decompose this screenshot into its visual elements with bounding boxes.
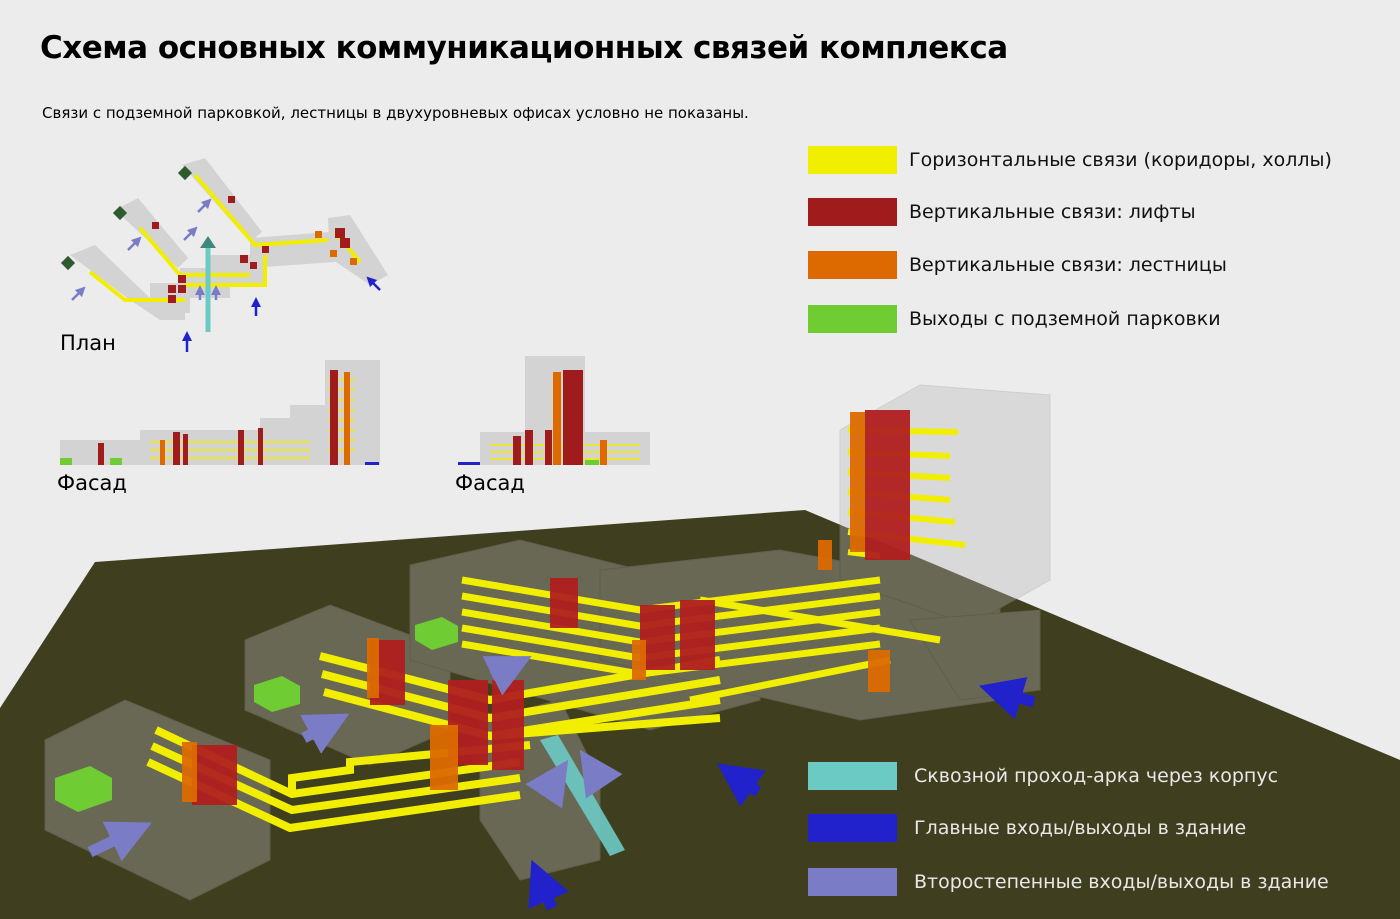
plan-main-entrance-arrow [366,276,381,291]
elevator-shafts [192,410,910,805]
plan-view [60,158,388,352]
secondary-entrance-arrow [579,749,623,799]
main-entrance-arrows [528,677,1036,911]
legend-label-stairs: Вертикальные связи: лестницы [909,254,1227,276]
plan-secondary-entrance-arrow [183,226,198,241]
main-entrance-arrow [716,763,766,807]
legend-label-horizontal: Горизонтальные связи (коридоры, холлы) [909,149,1332,171]
facade-left-view [60,360,380,465]
secondary-entrance-arrow [525,759,569,809]
legend-swatch-secondary-entrances [808,868,897,896]
plan-secondary-entrances [71,198,221,301]
stair-shafts [182,412,890,802]
legend-swatch-parking-exits [808,305,897,333]
legend-swatch-horizontal [808,146,897,174]
facade-label-left: Фасад [57,471,127,495]
axonometric-view [0,384,1400,919]
secondary-entrance-arrow [300,713,350,754]
secondary-entrance-arrow [87,821,152,862]
legend-label-main-entrances: Главные входы/выходы в здание [914,817,1247,839]
legend-label-elevators: Вертикальные связи: лифты [909,201,1196,223]
legend-label-arch: Сквозной проход-арка через корпус [914,765,1279,787]
plan-elevators [152,196,350,303]
plan-arch-arrow [200,236,216,248]
page-subtitle: Связи с подземной парковкой, лестницы в … [42,104,749,122]
secondary-entrance-arrows [87,656,623,862]
legend-swatch-arch [808,762,897,790]
parking-exit-boxes [55,617,458,812]
plan-secondary-entrance-arrow [71,286,86,301]
secondary-entrance-arrow [482,656,532,696]
page-title: Схема основных коммуникационных связей к… [40,30,1008,66]
facade-label-right: Фасад [455,471,525,495]
legend-swatch-elevators [808,198,897,226]
plan-label: План [60,331,116,355]
plan-secondary-entrance-arrow [127,236,142,251]
facade-right-vertical [458,370,607,465]
legend-swatch-main-entrances [808,814,897,842]
legend-swatch-stairs [808,251,897,279]
main-entrance-arrow [528,859,569,911]
facade-right-view [458,356,650,465]
legend-label-parking-exits: Выходы с подземной парковки [909,308,1221,330]
plan-main-entrances [182,276,381,352]
main-entrance-arrow [978,677,1036,720]
plan-stairs [315,231,357,265]
facade-left-vertical [60,370,379,465]
plan-secondary-entrance-arrow [197,198,212,213]
legend-label-secondary-entrances: Второстепенные входы/выходы в здание [914,871,1329,893]
